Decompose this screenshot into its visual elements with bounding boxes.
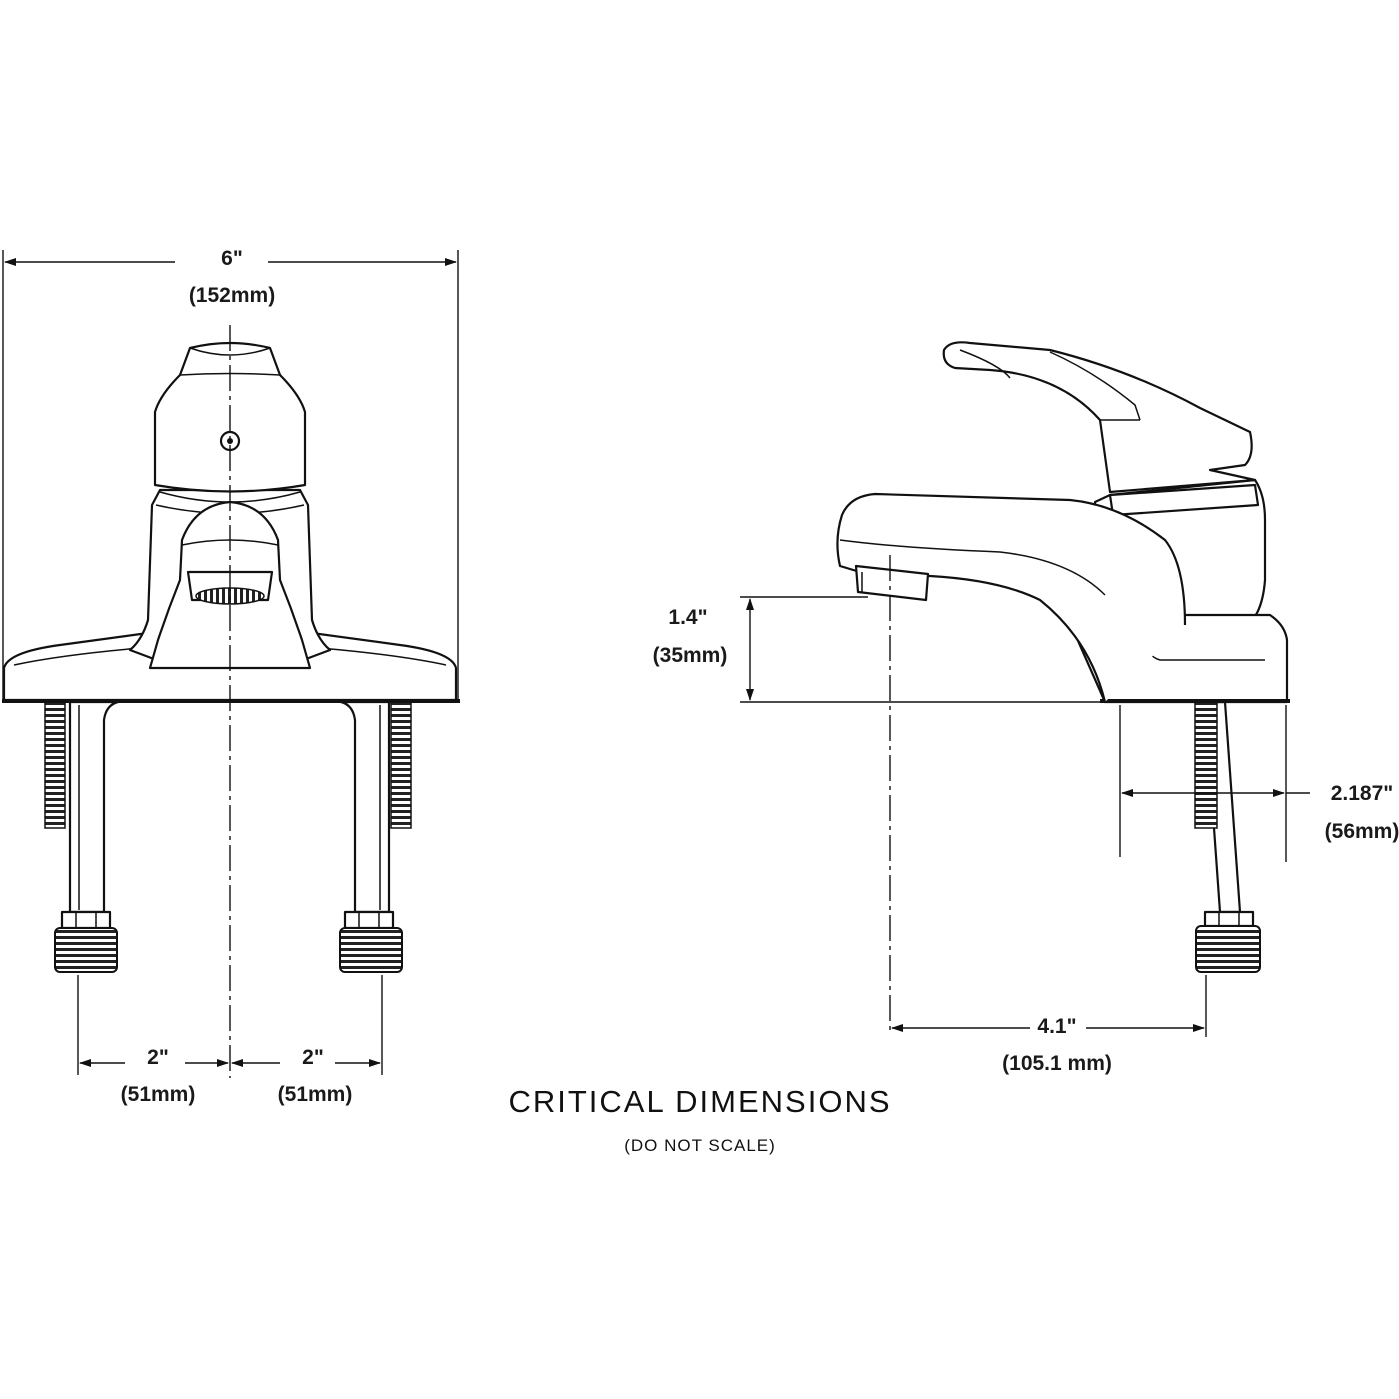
base-depth-imperial: 2.187" <box>1331 782 1394 805</box>
right-offset-imperial: 2" <box>302 1046 324 1069</box>
front-view: 6" (152mm) <box>2 247 460 1106</box>
overall-width-metric: (152mm) <box>189 284 275 307</box>
side-supply-line <box>1194 700 1261 973</box>
base-depth-metric: (56mm) <box>1325 820 1399 843</box>
side-handle <box>942 341 1257 494</box>
spout-reach-metric: (105.1 mm) <box>1002 1052 1112 1075</box>
caption-subtitle: (DO NOT SCALE) <box>624 1136 776 1155</box>
spout-height-metric: (35mm) <box>653 644 728 667</box>
mounting-bolt-left <box>44 701 66 829</box>
spout-reach-dimension: 4.1" (105.1 mm) <box>891 975 1207 1075</box>
caption-title: CRITICAL DIMENSIONS <box>508 1084 891 1119</box>
mounting-bolt-right <box>390 701 412 829</box>
right-offset-dimension: 2" (51mm) <box>231 975 383 1106</box>
spout-height-imperial: 1.4" <box>668 606 707 629</box>
spout-reach-imperial: 4.1" <box>1037 1015 1076 1038</box>
overall-width-dimension: 6" (152mm) <box>2 247 459 700</box>
left-offset-imperial: 2" <box>147 1046 169 1069</box>
overall-width-imperial: 6" <box>221 247 243 270</box>
left-offset-dimension: 2" (51mm) <box>77 975 229 1106</box>
side-view: 1.4" (35mm) 2.187" (56mm) 4.1" (105.1 mm… <box>653 341 1399 1075</box>
base-depth-dimension: 2.187" (56mm) <box>1119 705 1399 862</box>
spout-height-dimension: 1.4" (35mm) <box>653 596 1105 703</box>
left-offset-metric: (51mm) <box>121 1083 196 1106</box>
right-offset-metric: (51mm) <box>278 1083 353 1106</box>
side-spout <box>836 492 1187 703</box>
supply-line-left <box>54 700 120 973</box>
